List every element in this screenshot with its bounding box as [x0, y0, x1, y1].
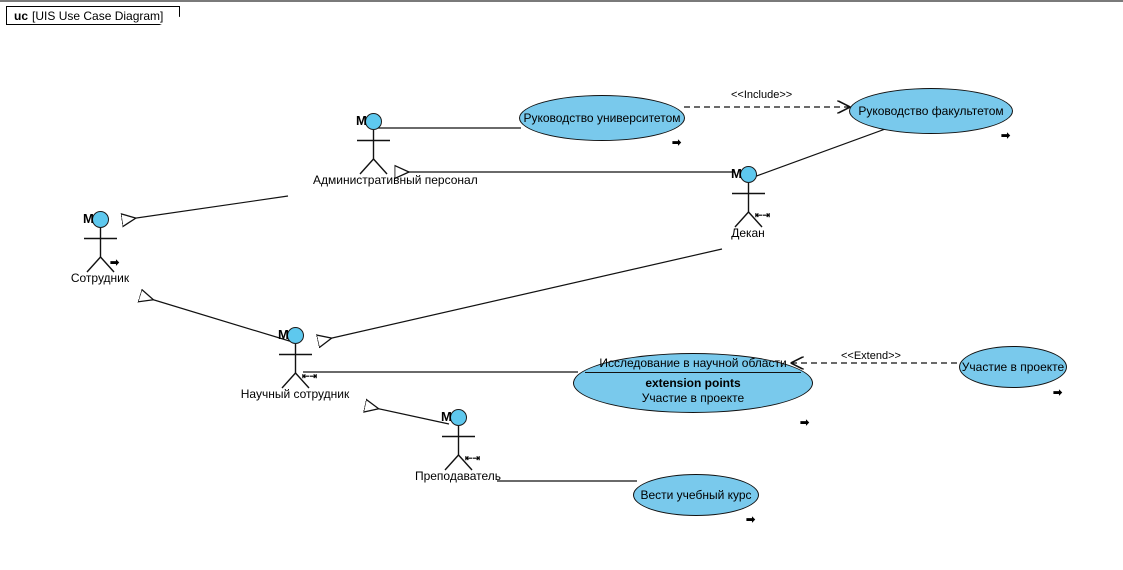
- actor-figure-icon: [732, 183, 765, 228]
- arrow-glyph-icon: ➡: [1001, 130, 1011, 142]
- frame-title-label: [UIS Use Case Diagram]: [32, 8, 164, 23]
- use-case-ellipse: [633, 474, 759, 516]
- actor-label: Научный сотрудник: [240, 387, 350, 401]
- use-case-ellipse: [959, 346, 1067, 388]
- edge-gen-dean-to-scientist: [319, 248, 723, 341]
- edge-gen-admin-to-employee: [123, 195, 289, 220]
- arrow-glyph-icon: ➡: [746, 514, 756, 526]
- actor-figure-icon: [442, 426, 475, 471]
- edge-label-extend: <<Extend>>: [841, 350, 901, 362]
- generalization-glyph-icon: ⇤⇥: [465, 453, 481, 463]
- generalization-glyph-icon: ⇤⇥: [302, 371, 318, 381]
- extension-points-header: extension points: [645, 376, 741, 390]
- use-case-project-participation[interactable]: Участие в проекте: [959, 346, 1067, 388]
- arrow-glyph-icon: ➡: [800, 417, 810, 429]
- diagram-frame-tab: uc[UIS Use Case Diagram]: [6, 6, 181, 25]
- use-case-label: Руководство факультетом: [858, 104, 1004, 118]
- actor-head-icon: [92, 211, 109, 228]
- actor-head-icon: [450, 409, 467, 426]
- actor-label: Декан: [731, 226, 765, 240]
- extension-point-item: Участие в проекте: [641, 391, 745, 405]
- actor-label: Преподаватель: [414, 469, 502, 483]
- actor-label: Сотрудник: [70, 271, 130, 285]
- use-case-university-management[interactable]: Руководство университетом: [519, 95, 685, 141]
- edge-label-include: <<Include>>: [731, 89, 793, 101]
- generalization-glyph-icon: ⇤⇥: [755, 210, 771, 220]
- actor-figure-icon: [357, 130, 390, 175]
- use-case-ellipse: [573, 353, 813, 413]
- use-case-label: Исследование в научной области: [599, 356, 787, 370]
- use-case-teach-course[interactable]: Вести учебный курс: [633, 474, 759, 516]
- actor-figure-icon: [279, 344, 312, 389]
- edge-gen-scientist-to-employee: [141, 296, 297, 344]
- actor-marker-m: M: [278, 327, 289, 342]
- arrow-glyph-icon: ➡: [110, 257, 120, 269]
- use-case-ellipse: [849, 88, 1013, 134]
- actor-marker-m: M: [441, 409, 452, 424]
- actor-label: Административный персонал: [313, 173, 478, 187]
- actor-marker-m: M: [731, 166, 742, 181]
- compartment-divider: [585, 372, 801, 373]
- arrow-glyph-icon: ➡: [1053, 387, 1063, 399]
- actor-head-icon: [740, 166, 757, 183]
- use-case-scientific-research[interactable]: Исследование в научной области extension…: [573, 353, 813, 413]
- use-case-faculty-management[interactable]: Руководство факультетом: [849, 88, 1013, 134]
- arrow-glyph-icon: ➡: [672, 137, 682, 149]
- edge-gen-teacher-to-scientist: [366, 406, 450, 425]
- use-case-label: Руководство университетом: [523, 111, 681, 125]
- actor-marker-m: M: [356, 113, 367, 128]
- edge-dean-to-faculty: [750, 123, 900, 179]
- actor-marker-m: M: [83, 211, 94, 226]
- frame-kind-label: uc: [14, 8, 29, 23]
- actor-head-icon: [287, 327, 304, 344]
- use-case-label: Участие в проекте: [961, 360, 1065, 374]
- actor-head-icon: [365, 113, 382, 130]
- use-case-ellipse: [519, 95, 685, 141]
- use-case-label: Вести учебный курс: [640, 488, 752, 502]
- actor-figure-icon: [84, 228, 117, 273]
